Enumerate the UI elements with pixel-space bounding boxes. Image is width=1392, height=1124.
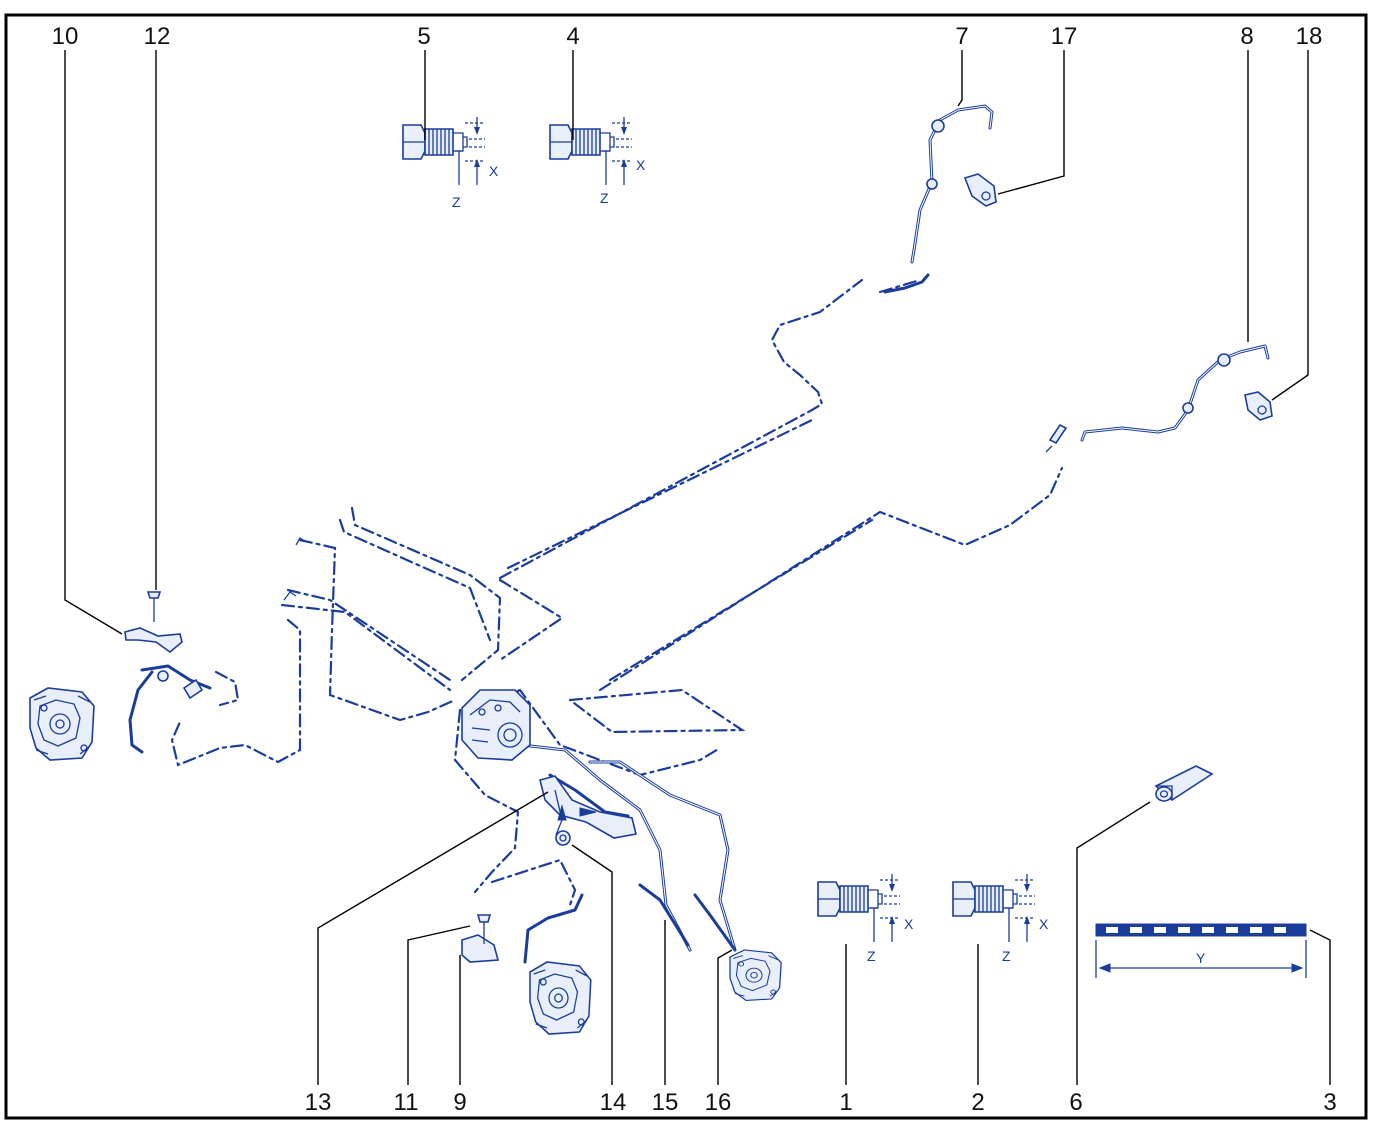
fitting-2 [952, 873, 1036, 943]
dim-x-4: X [636, 157, 646, 173]
part-number: 4 [566, 23, 579, 50]
part-number: 9 [453, 1089, 466, 1116]
part-number: 18 [1296, 23, 1323, 50]
dim-z-2: Z [1002, 948, 1011, 964]
part-number: 7 [955, 23, 968, 50]
pipe-length-scale-3 [1095, 923, 1307, 978]
part-number: 6 [1069, 1089, 1082, 1116]
part-number: 2 [971, 1089, 984, 1116]
fitting-4 [549, 116, 633, 186]
leader-lines [64, 50, 1331, 1085]
brake-caliper-rear [529, 961, 592, 1035]
dim-z-5: Z [452, 194, 461, 210]
part-number: 3 [1323, 1089, 1336, 1116]
bracket-10 [124, 591, 183, 654]
part-number: 8 [1240, 23, 1253, 50]
diagram-frame [4, 13, 1368, 1120]
brake-hose-bracket-rear [539, 775, 637, 846]
part-number: 11 [394, 1089, 419, 1116]
part-number-labels-bottom: 13 11 9 14 15 16 1 2 6 3 [305, 1089, 1337, 1116]
fitting-5 [402, 116, 486, 186]
dim-y-3: Y [1196, 950, 1206, 966]
abs-hydraulic-unit [461, 689, 531, 761]
pipe-connectors [157, 119, 1231, 700]
part-number: 13 [305, 1089, 332, 1116]
dim-x-2: X [1039, 916, 1049, 932]
part-number: 15 [652, 1089, 679, 1116]
bracket-9 [461, 914, 500, 963]
part-number: 16 [705, 1089, 732, 1116]
part-number: 10 [52, 23, 79, 50]
dim-z-4: Z [600, 190, 609, 206]
part-number: 14 [600, 1089, 627, 1116]
part-number: 1 [839, 1089, 852, 1116]
brake-caliper-front-right [729, 949, 782, 1002]
solid-brake-pipes [128, 104, 1270, 964]
part-number-labels-top: 10 12 5 4 7 17 8 18 [52, 23, 1323, 50]
dim-z-1: Z [867, 948, 876, 964]
brake-hose-clip-17 [963, 173, 997, 207]
brake-hose-clip-18 [1244, 391, 1273, 421]
part-number: 5 [417, 23, 430, 50]
dim-x-5: X [489, 163, 499, 179]
brake-caliper-front-left [29, 687, 95, 761]
part-number: 12 [144, 23, 171, 50]
dim-x-1: X [904, 916, 914, 932]
union-connector-6 [1154, 765, 1214, 802]
fitting-1 [817, 873, 901, 943]
brake-pipe-network [170, 278, 1064, 907]
part-number: 17 [1051, 23, 1078, 50]
dimension-labels: X Z X Z X Z X Z Y [452, 157, 1206, 966]
